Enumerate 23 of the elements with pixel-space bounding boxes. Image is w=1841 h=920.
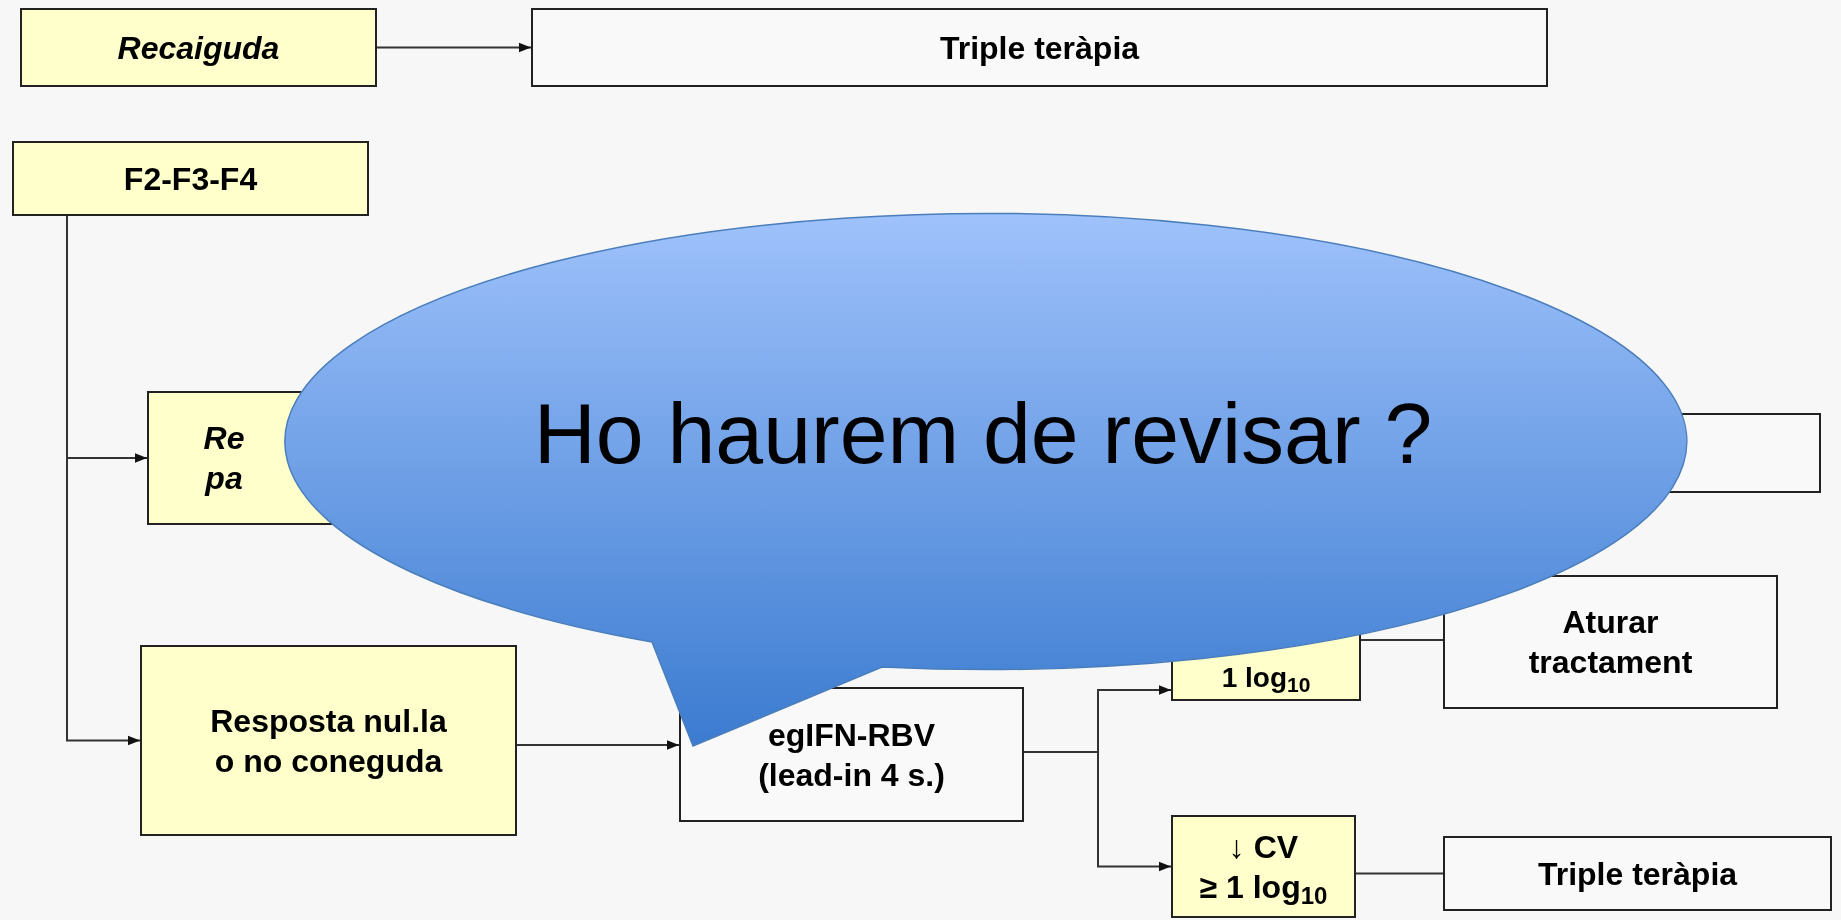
box-label: Recaiguda [117,28,280,68]
box-label: Re pa [202,419,246,498]
connector-arrow [1023,751,1172,872]
box-label: ↓ CV [1228,827,1299,867]
condition-box [12,141,369,216]
treatment-box [1443,836,1832,911]
box-label: egIFN-RBV [767,715,936,755]
box-label: F2-F3-F4 [123,159,258,199]
treatment-box [531,8,1548,87]
bubble-text: Ho haurem de revisar ? [533,389,1433,476]
box-label: 1 log$_{10}$ [1221,661,1311,695]
box-sublabel: ≥ 1 log$_{10}$ [1199,867,1328,907]
box-label: Resposta nul.la o no coneguda [209,701,448,781]
box-label: Triple teràpia [939,28,1140,68]
box-sublabel: (lead-in 4 s.) [758,755,945,795]
connector-arrow [376,42,532,53]
viral-load-box [1171,815,1356,918]
condition-box [20,8,377,87]
box-label: Triple teràpia [1537,854,1738,894]
condition-box [140,645,517,836]
treatment-box [1443,575,1778,709]
box-label: Aturar tractament [1527,603,1694,682]
connector-arrow [516,740,680,750]
